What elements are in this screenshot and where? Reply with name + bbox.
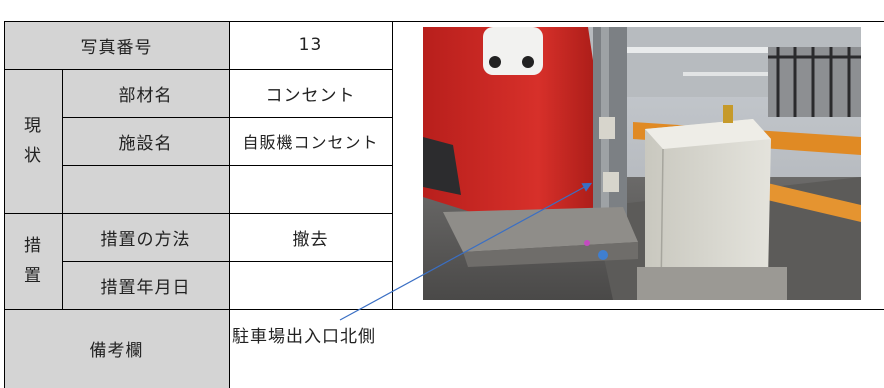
facility-name-label-cell: 施設名 — [62, 117, 229, 165]
photo-number-label-cell: 写真番号 — [4, 21, 229, 69]
grid-line-row1 — [4, 69, 392, 70]
status-group-label-char-2: 状 — [24, 146, 42, 166]
facility-name-label: 施設名 — [118, 133, 173, 154]
measures-group-label-char-2: 置 — [24, 266, 42, 286]
method-value-cell: 撤去 — [229, 213, 392, 261]
remarks-label-cell: 備考欄 — [4, 309, 229, 388]
member-name-value: コンセント — [265, 85, 356, 106]
date-value-cell — [229, 261, 392, 309]
photo-number-label: 写真番号 — [80, 37, 153, 58]
grid-line-row3 — [62, 165, 392, 166]
grid-line-group-divider — [62, 69, 63, 309]
grid-line-left — [4, 21, 5, 388]
grid-line-row6 — [4, 309, 884, 310]
facility-name-value-cell: 自販機コンセント — [229, 117, 392, 165]
grid-line-value-photo-divider — [392, 21, 393, 309]
date-label-cell: 措置年月日 — [62, 261, 229, 309]
grid-line-top — [4, 21, 884, 22]
member-name-label-cell: 部材名 — [62, 69, 229, 117]
facility-name-value: 自販機コンセント — [242, 133, 379, 152]
remarks-value: 駐車場出入口北側 — [232, 327, 376, 347]
status-group-label-cell: 現 状 — [4, 69, 62, 213]
photo-number-value-cell: 13 — [229, 21, 392, 69]
measures-group-label-cell: 措 置 — [4, 213, 62, 309]
empty-label-cell — [62, 165, 229, 213]
grid-line-row2 — [62, 117, 392, 118]
member-name-value-cell: コンセント — [229, 69, 392, 117]
grid-line-row4 — [4, 213, 392, 214]
member-name-label: 部材名 — [118, 85, 173, 106]
site-photo — [423, 27, 861, 300]
date-label: 措置年月日 — [100, 277, 191, 298]
measures-group-label-char-1: 措 — [24, 236, 42, 256]
photo-number-value: 13 — [298, 35, 323, 55]
remarks-value-cell: 駐車場出入口北側 — [229, 309, 884, 388]
status-group-label-char-1: 現 — [24, 116, 42, 136]
remarks-label: 備考欄 — [89, 341, 144, 361]
grid-line-row5 — [62, 261, 392, 262]
empty-value-cell — [229, 165, 392, 213]
method-label-cell: 措置の方法 — [62, 213, 229, 261]
method-value: 撤去 — [292, 229, 329, 250]
method-label: 措置の方法 — [100, 229, 191, 250]
grid-line-label-value-divider — [229, 21, 230, 388]
